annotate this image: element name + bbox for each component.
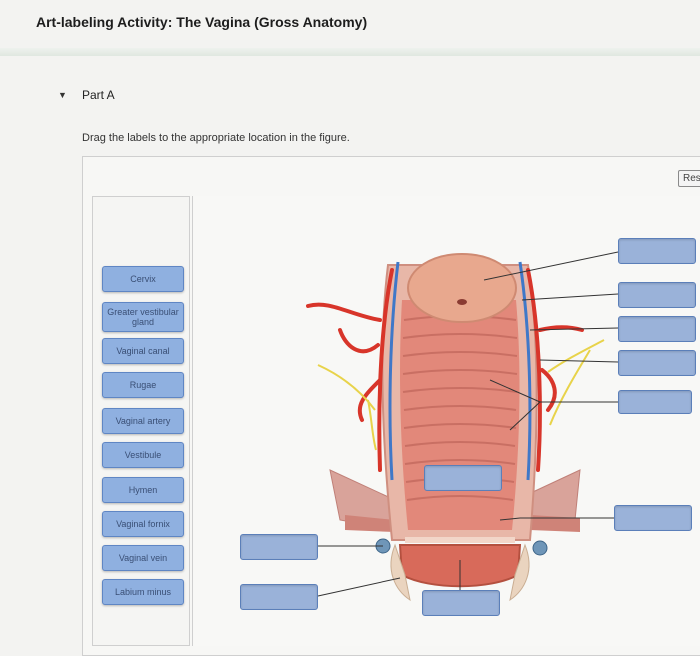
leader-lines bbox=[317, 251, 619, 597]
drop-target-9[interactable] bbox=[240, 584, 318, 610]
label-chip-vestibule[interactable]: Vestibule bbox=[102, 442, 184, 468]
label-chip-labium-minus[interactable]: Labium minus bbox=[102, 579, 184, 605]
label-chip-vaginal-fornix[interactable]: Vaginal fornix bbox=[102, 511, 184, 537]
label-chip-vaginal-artery[interactable]: Vaginal artery bbox=[102, 408, 184, 434]
label-chip-vaginal-vein[interactable]: Vaginal vein bbox=[102, 545, 184, 571]
drop-target-2[interactable] bbox=[618, 282, 696, 308]
nerves bbox=[317, 339, 605, 451]
greater-vestibular-gland-right bbox=[532, 540, 548, 556]
labia-minora bbox=[390, 543, 530, 602]
collapse-triangle-icon[interactable]: ▼ bbox=[58, 90, 67, 100]
activity-title: Art-labeling Activity: The Vagina (Gross… bbox=[36, 14, 368, 30]
instructions-text: Drag the labels to the appropriate locat… bbox=[82, 132, 350, 144]
rugae-folds bbox=[402, 315, 518, 501]
drop-target-5[interactable] bbox=[618, 390, 692, 414]
vaginal-veins bbox=[388, 261, 532, 481]
title-divider bbox=[0, 48, 700, 56]
drop-target-10[interactable] bbox=[422, 590, 500, 616]
label-chip-greater-vestibular-gland[interactable]: Greater vestibular gland bbox=[102, 302, 184, 332]
label-chip-cervix[interactable]: Cervix bbox=[102, 266, 184, 292]
drop-target-8[interactable] bbox=[240, 534, 318, 560]
label-chip-vaginal-canal[interactable]: Vaginal canal bbox=[102, 338, 184, 364]
part-a-label[interactable]: Part A bbox=[82, 88, 115, 102]
reset-button[interactable]: Res bbox=[678, 170, 700, 187]
vaginal-arteries bbox=[306, 268, 584, 472]
drop-target-3[interactable] bbox=[618, 316, 696, 342]
drop-target-6[interactable] bbox=[424, 465, 502, 491]
cervix bbox=[407, 253, 517, 323]
label-chip-hymen[interactable]: Hymen bbox=[102, 477, 184, 503]
drop-target-7[interactable] bbox=[614, 505, 692, 531]
label-chip-rugae[interactable]: Rugae bbox=[102, 372, 184, 398]
drop-target-4[interactable] bbox=[618, 350, 696, 376]
drop-target-1[interactable] bbox=[618, 238, 696, 264]
external-os bbox=[457, 299, 467, 305]
pelvic-muscles bbox=[329, 469, 581, 532]
